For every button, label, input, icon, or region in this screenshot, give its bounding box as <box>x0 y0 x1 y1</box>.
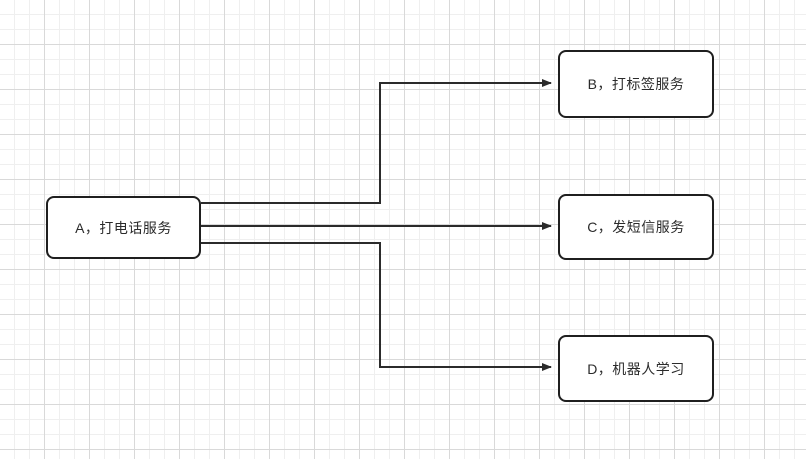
connector-a-to-b <box>201 79 552 204</box>
node-b-label: B，打标签服务 <box>587 76 685 92</box>
node-c-label: C，发短信服务 <box>587 219 685 235</box>
node-c-sms-service[interactable]: C，发短信服务 <box>558 194 714 260</box>
node-d-robot-learning[interactable]: D，机器人学习 <box>558 335 714 402</box>
node-a-label: A，打电话服务 <box>75 219 172 236</box>
connector-a-to-d <box>201 242 552 371</box>
node-b-tagging-service[interactable]: B，打标签服务 <box>558 50 714 118</box>
node-d-label: D，机器人学习 <box>587 360 685 377</box>
node-a-call-service[interactable]: A，打电话服务 <box>46 196 201 259</box>
